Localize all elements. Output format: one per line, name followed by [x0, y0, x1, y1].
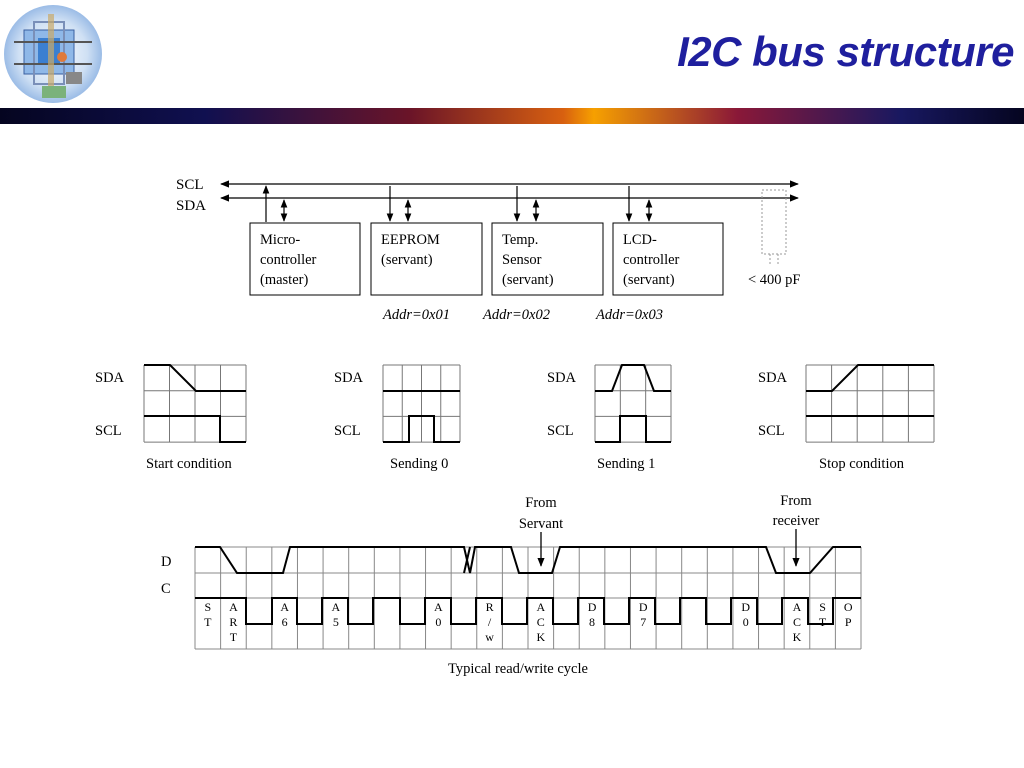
cycle-cell-label: A	[280, 600, 289, 614]
cycle-cell-label: 0	[743, 615, 749, 629]
waveform-caption: Start condition	[146, 456, 233, 472]
scl-label: SCL	[547, 423, 574, 439]
sda-label: SDA	[547, 370, 577, 386]
cycle-cell-label: T	[819, 615, 827, 629]
from-receiver-label: From	[780, 493, 812, 509]
university-logo-icon	[2, 2, 104, 111]
cycle-cell-label: P	[845, 615, 852, 629]
from-receiver-label: receiver	[773, 513, 820, 529]
capacitance-label: < 400 pF	[748, 272, 801, 288]
cycle-cell-label: A	[229, 600, 238, 614]
sda-label: SDA	[95, 370, 125, 386]
cycle-cell-label: T	[230, 630, 238, 644]
cycle-cell-label: A	[434, 600, 443, 614]
sda-label: SDA	[334, 370, 364, 386]
device-label: EEPROM	[381, 232, 440, 248]
device-box-temp-sensor	[491, 222, 604, 296]
cycle-cell-label: C	[793, 615, 801, 629]
device-box-eeprom	[370, 222, 483, 296]
waveform-grid	[382, 364, 461, 443]
scl-label: SCL	[95, 423, 122, 439]
cycle-cell-label: A	[332, 600, 341, 614]
cycle-cell-label: /	[488, 615, 492, 629]
device-label: Micro-	[260, 232, 300, 248]
address-label: Addr=0x02	[482, 307, 550, 323]
sda-waveform	[144, 364, 246, 392]
device-label: (master)	[260, 272, 308, 288]
scl-waveform	[144, 415, 246, 443]
device-box-microcontroller	[249, 222, 361, 296]
header-stripe	[0, 108, 1024, 124]
cycle-sda-waveform	[195, 546, 861, 574]
cycle-cell-label: T	[204, 615, 212, 629]
cycle-cell-label: 5	[333, 615, 339, 629]
sda-waveform	[595, 364, 671, 392]
cycle-cell-label: S	[204, 600, 211, 614]
bus-structure: SCL SDA Micro- controller (master) EEPRO…	[176, 177, 801, 323]
scl-waveform	[595, 415, 671, 443]
scl-bus-label: SCL	[176, 177, 204, 193]
from-servant-label: From	[525, 495, 557, 511]
scl-label: SCL	[334, 423, 361, 439]
cycle-cell-label: S	[819, 600, 826, 614]
waveform-grid	[143, 364, 247, 443]
device-label: (servant)	[623, 272, 675, 288]
cycle-row-label-c: C	[161, 581, 171, 597]
cycle-caption: Typical read/write cycle	[448, 661, 588, 677]
cycle-cell-label: 8	[589, 615, 595, 629]
from-servant-label: Servant	[519, 516, 563, 532]
cycle-row-label-d: D	[161, 554, 171, 570]
waveform-caption: Stop condition	[819, 456, 905, 472]
cycle-sda-waveform	[463, 546, 471, 574]
waveform-caption: Sending 0	[390, 456, 448, 472]
cycle-cell-label: D	[639, 600, 648, 614]
device-label: Sensor	[502, 252, 542, 268]
scl-label: SCL	[758, 423, 785, 439]
cycle-cell-label: A	[536, 600, 545, 614]
cycle-cell-label: D	[588, 600, 597, 614]
device-box-lcd-controller	[612, 222, 724, 296]
cycle-cell-label: 6	[282, 615, 288, 629]
cycle-cell-label: A	[793, 600, 802, 614]
waveform-grid	[805, 364, 935, 443]
device-label: controller	[260, 252, 317, 268]
address-label: Addr=0x01	[382, 307, 450, 323]
device-label: Temp.	[502, 232, 538, 248]
cycle-cell-label: C	[537, 615, 545, 629]
cycle-cell-label: O	[844, 600, 853, 614]
cycle-cell-label: D	[741, 600, 750, 614]
cycle-signals	[195, 546, 861, 625]
waveform-examples	[143, 364, 935, 443]
page-title: I2C bus structure	[677, 28, 1014, 75]
cycle-cell-label: R	[486, 600, 494, 614]
waveform-grid	[594, 364, 672, 443]
scl-waveform	[383, 415, 460, 443]
cycle-cell-label: 7	[640, 615, 646, 629]
device-label: controller	[623, 252, 680, 268]
waveform-caption: Sending 1	[597, 456, 655, 472]
address-label: Addr=0x03	[595, 307, 663, 323]
cycle-cell-label: R	[229, 615, 237, 629]
cycle-cell-label: K	[793, 630, 802, 644]
cycle-cell-label: 0	[435, 615, 441, 629]
device-label: (servant)	[381, 252, 433, 268]
device-label: (servant)	[502, 272, 554, 288]
cycle-cell-label: K	[536, 630, 545, 644]
cycle-cell-label: w	[485, 630, 494, 644]
capacitor-icon	[761, 189, 787, 266]
sda-label: SDA	[758, 370, 788, 386]
sda-waveform	[806, 364, 934, 392]
cycle-scl-waveform	[195, 597, 861, 625]
sda-bus-label: SDA	[176, 198, 206, 214]
device-label: LCD-	[623, 232, 657, 248]
